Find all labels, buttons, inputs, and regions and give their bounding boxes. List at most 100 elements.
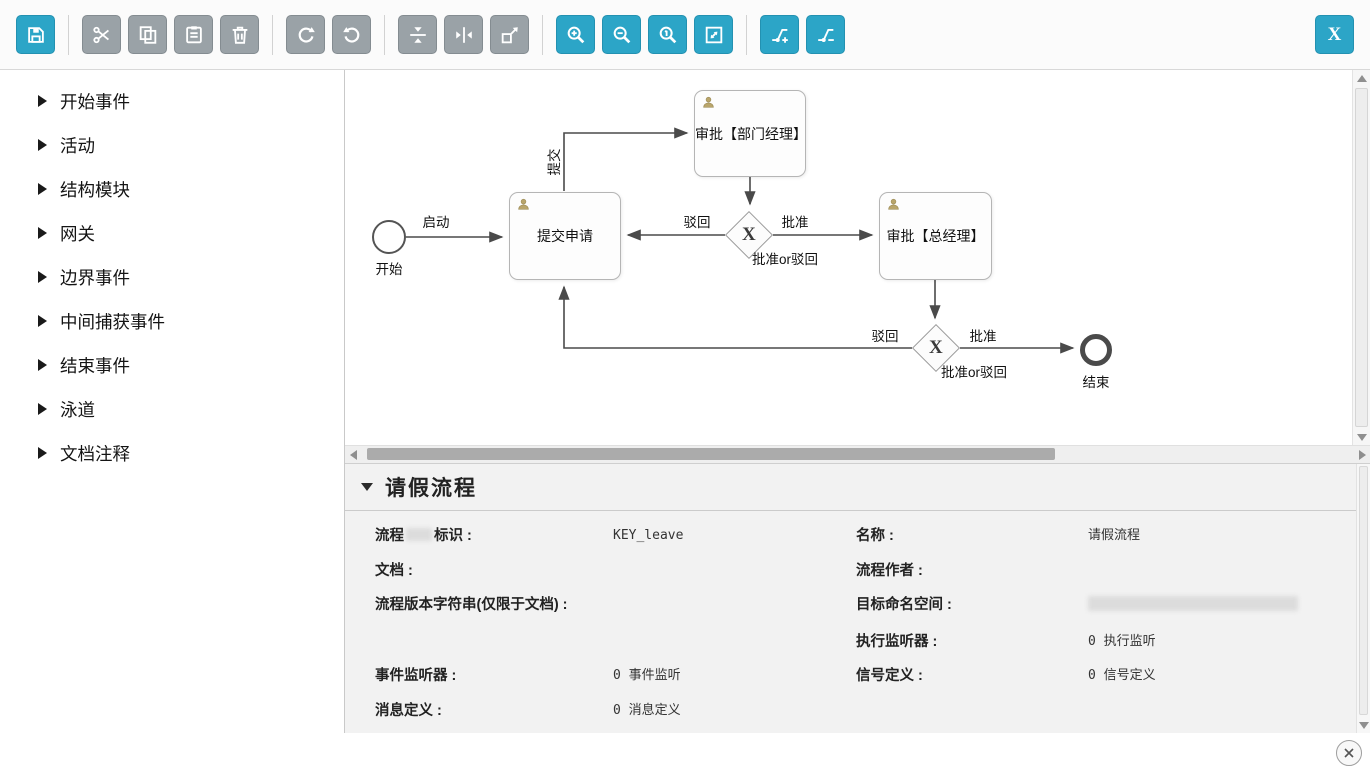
start-event-label: 开始 [375,262,403,277]
scroll-left-button[interactable] [345,446,361,463]
scissors-icon [92,26,109,43]
chevron-right-icon [38,403,47,415]
zoom-out-button[interactable] [602,15,641,54]
toolbar-separator [746,14,747,55]
toolbar-separator [384,14,385,55]
sidebar-item-start-events[interactable]: 开始事件 [38,79,344,123]
redo-button[interactable] [286,15,325,54]
undo-button[interactable] [332,15,371,54]
gateway1-caption: 批准or驳回 [752,252,819,267]
properties-scroll-thumb[interactable] [1359,466,1368,715]
sidebar-item-label: 开始事件 [60,91,130,112]
resize-icon [501,26,518,43]
canvas-horizontal-scrollbar[interactable] [345,445,1370,463]
toolbar: X [0,0,1370,70]
sidebar-item-gateways[interactable]: 网关 [38,211,344,255]
zoom-actual-icon [659,26,676,43]
message-definition-label: 消息定义 : [375,702,442,719]
sidebar-item-swimlanes[interactable]: 泳道 [38,387,344,431]
flow-label-reject-1: 驳回 [683,215,711,230]
canvas-horizontal-scroll-thumb[interactable] [367,448,1055,460]
paste-button[interactable] [174,15,213,54]
sidebar-item-label: 中间捕获事件 [60,311,165,332]
process-id-label-prefix: 流程 [375,528,404,544]
add-bendpoint-icon [771,28,788,43]
chevron-right-icon [38,271,47,283]
copy-button[interactable] [128,15,167,54]
process-id-label: 流程标识 : [375,527,613,547]
sidebar-item-artifacts[interactable]: 文档注释 [38,431,344,475]
toolbar-separator [542,14,543,55]
exclusive-gateway-x-icon: X [929,336,943,358]
toolbar-separator [272,14,273,55]
canvas-vertical-scroll-thumb[interactable] [1355,88,1368,427]
align-horizontal-button[interactable] [444,15,483,54]
version-string-label: 流程版本字符串(仅限于文档) : [375,597,568,614]
end-event-node[interactable] [1080,334,1112,366]
task-label: 审批【总经理】 [886,228,985,244]
cut-button[interactable] [82,15,121,54]
close-x-icon [1344,748,1354,758]
sidebar-item-structural[interactable]: 结构模块 [38,167,344,211]
diagram-canvas[interactable]: 开始 提交申请 审批【部门经理】 [345,70,1352,445]
main-area: 开始事件 活动 结构模块 网关 边界事件 中间捕获事件 结束事件 泳道 [0,70,1370,733]
chevron-right-icon [38,139,47,151]
chevron-right-icon [38,95,47,107]
sidebar-item-intermediate-catching-events[interactable]: 中间捕获事件 [38,299,344,343]
redo-arrow-icon [298,26,315,43]
signal-definition-label: 信号定义 : [856,668,923,685]
scroll-down-button[interactable] [1357,717,1370,733]
start-event-node[interactable] [372,220,406,254]
triangle-left-icon [349,449,357,460]
zoom-in-button[interactable] [556,15,595,54]
properties-vertical-scrollbar[interactable] [1356,464,1370,733]
task-dept-manager-approval[interactable]: 审批【部门经理】 [694,90,807,177]
sidebar-item-activities[interactable]: 活动 [38,123,344,167]
flow-label-approve-1: 批准 [781,215,809,230]
bottom-strip [0,733,1370,774]
paste-icon [185,25,202,43]
undo-arrow-icon [342,26,359,43]
sidebar-item-boundary-events[interactable]: 边界事件 [38,255,344,299]
triangle-down-icon [1356,433,1367,441]
save-button[interactable] [16,15,55,54]
task-submit-application[interactable]: 提交申请 [509,192,621,280]
chevron-right-icon [38,227,47,239]
add-bendpoint-button[interactable] [760,15,799,54]
zoom-actual-button[interactable] [648,15,687,54]
remove-bendpoint-button[interactable] [806,15,845,54]
collapse-down-icon[interactable] [361,483,373,491]
sidebar-item-label: 网关 [60,223,95,244]
delete-button[interactable] [220,15,259,54]
scroll-down-button[interactable] [1353,429,1370,445]
trash-icon [232,26,247,44]
flow-label-launch: 启动 [422,215,450,230]
triangle-up-icon [1356,74,1367,82]
user-task-icon [888,198,899,210]
zoom-out-icon [613,26,630,43]
zoom-fit-button[interactable] [694,15,733,54]
redacted-text [406,528,432,541]
execution-listener-label: 执行监听器 : [856,633,938,650]
scroll-right-button[interactable] [1354,446,1370,463]
event-listener-label: 事件监听器 : [375,668,457,685]
zoom-in-icon [567,26,584,43]
zoom-fit-icon [705,26,722,43]
align-vertical-button[interactable] [398,15,437,54]
user-task-icon [518,198,529,210]
close-editor-button[interactable]: X [1315,15,1354,54]
sidebar-item-label: 结束事件 [60,355,130,376]
canvas-vertical-scrollbar[interactable] [1352,70,1370,445]
end-event-label: 结束 [1082,375,1110,390]
flow-label-reject-2: 驳回 [871,329,899,344]
same-size-button[interactable] [490,15,529,54]
properties-panel: 请假流程 流程标识 : KEY_leave 名称 : 请假流程 文档 : 流程作… [345,463,1370,733]
process-title: 请假流程 [385,476,477,500]
palette: 开始事件 活动 结构模块 网关 边界事件 中间捕获事件 结束事件 泳道 [0,70,345,733]
close-dialog-button[interactable] [1336,740,1362,766]
flow-label-submit: 提交 [547,148,562,176]
sidebar-item-end-events[interactable]: 结束事件 [38,343,344,387]
close-x-label: X [1327,23,1342,45]
scroll-up-button[interactable] [1353,70,1370,86]
task-general-manager-approval[interactable]: 审批【总经理】 [879,192,992,280]
